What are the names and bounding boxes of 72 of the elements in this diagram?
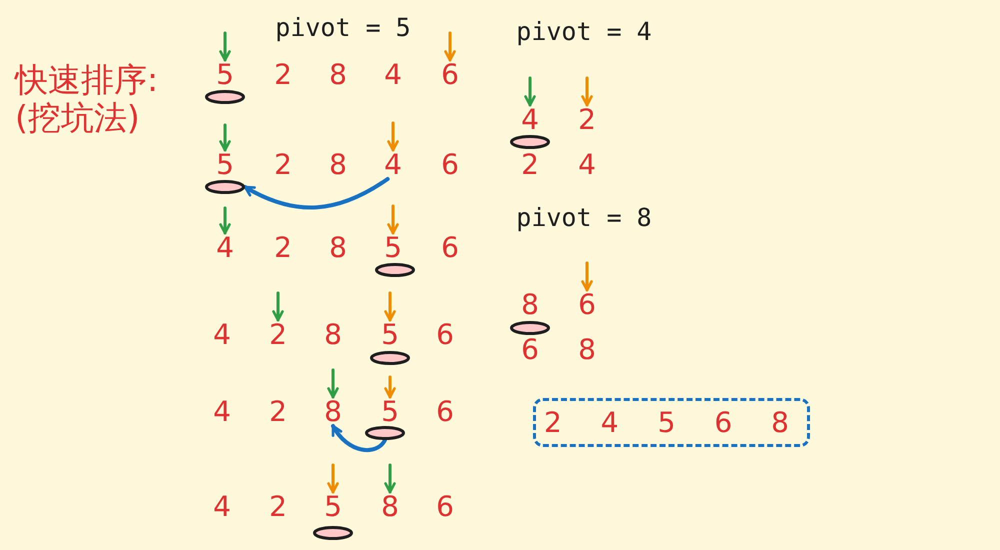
array-value: 2 [521, 151, 539, 179]
array-value: 5 [216, 151, 234, 179]
array-value: 4 [384, 151, 402, 179]
pointer-arrow [581, 76, 593, 106]
pit-marker [510, 135, 550, 149]
pit-marker [205, 90, 245, 104]
array-value: 8 [521, 291, 539, 319]
array-value: 6 [521, 336, 539, 364]
pointer-arrow [219, 206, 231, 234]
pointer-arrow [384, 376, 396, 398]
pit-marker [205, 180, 245, 194]
pivot-label: pivot = 5 [275, 14, 411, 42]
array-value: 4 [213, 493, 231, 521]
pivot-label: pivot = 8 [516, 204, 652, 232]
pointer-arrow [219, 32, 231, 62]
array-value: 2 [269, 493, 287, 521]
array-value: 6 [436, 321, 454, 349]
array-value: 8 [329, 61, 347, 89]
curved-arrow [243, 177, 390, 210]
pointer-arrow [581, 262, 593, 292]
pit-marker [375, 263, 415, 277]
array-value: 4 [578, 151, 596, 179]
pointer-arrow [387, 204, 399, 234]
array-value: 6 [436, 398, 454, 426]
pit-marker [313, 526, 353, 540]
array-value: 2 [274, 151, 292, 179]
array-value: 5 [381, 321, 399, 349]
array-value: 6 [441, 61, 459, 89]
array-value: 8 [324, 398, 342, 426]
array-value: 6 [436, 493, 454, 521]
array-value: 4 [216, 234, 234, 262]
array-value: 2 [274, 234, 292, 262]
array-value: 6 [714, 408, 732, 436]
array-value: 8 [329, 151, 347, 179]
pointer-arrow [384, 292, 396, 322]
array-value: 2 [544, 408, 562, 436]
array-value: 5 [381, 398, 399, 426]
pointer-arrow [327, 368, 339, 398]
array-value: 8 [578, 336, 596, 364]
pointer-arrow [272, 292, 284, 322]
array-value: 2 [274, 61, 292, 89]
array-value: 8 [381, 493, 399, 521]
array-value: 4 [213, 321, 231, 349]
array-value: 8 [324, 321, 342, 349]
page-title: 快速排序:(挖坑法) [15, 61, 160, 137]
array-value: 6 [578, 291, 596, 319]
pointer-arrow [387, 122, 399, 152]
sorted-array-frame [533, 398, 810, 447]
pivot-label: pivot = 4 [516, 18, 652, 46]
array-value: 5 [216, 61, 234, 89]
array-value: 4 [213, 398, 231, 426]
pointer-arrow [219, 124, 231, 152]
pit-marker [370, 351, 410, 365]
array-value: 4 [521, 106, 539, 134]
pointer-arrow [524, 76, 536, 106]
array-value: 2 [578, 106, 596, 134]
pointer-arrow [327, 464, 339, 494]
array-value: 8 [329, 234, 347, 262]
pit-marker [365, 426, 405, 440]
array-value: 4 [600, 408, 619, 436]
pointer-arrow [384, 464, 396, 494]
array-value: 5 [658, 408, 676, 436]
array-value: 8 [771, 408, 789, 436]
pit-marker [510, 321, 550, 335]
array-value: 6 [441, 151, 459, 179]
array-value: 4 [384, 61, 402, 89]
array-value: 2 [269, 321, 287, 349]
array-value: 6 [441, 234, 459, 262]
array-value: 2 [269, 398, 287, 426]
array-value: 5 [324, 493, 342, 521]
pointer-arrow [444, 32, 456, 62]
array-value: 5 [384, 234, 402, 262]
